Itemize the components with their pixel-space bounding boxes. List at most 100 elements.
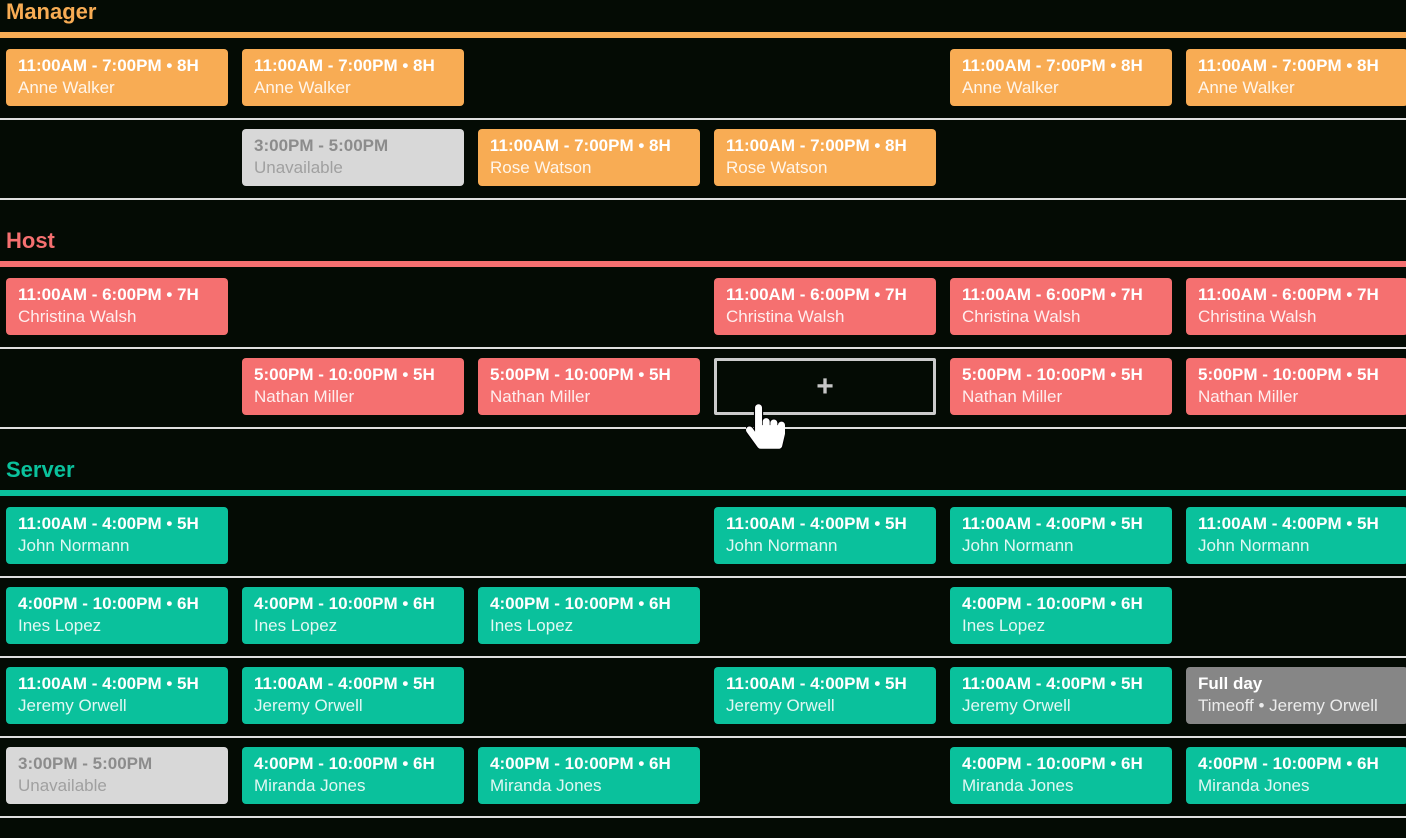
shift-time: 4:00PM - 10:00PM • 6H (962, 594, 1143, 613)
row-separator (0, 347, 1406, 349)
shift-time: 4:00PM - 10:00PM • 6H (490, 594, 671, 613)
shift-person: Christina Walsh (1198, 307, 1317, 326)
shift-person: Ines Lopez (490, 616, 574, 635)
shift-person: Miranda Jones (490, 776, 602, 795)
shift-person: Unavailable (18, 776, 107, 795)
shift-person: Christina Walsh (962, 307, 1081, 326)
shift-card[interactable]: 5:00PM - 10:00PM • 5H Nathan Miller (242, 358, 464, 415)
shift-time: 4:00PM - 10:00PM • 6H (490, 754, 671, 773)
shift-person: Ines Lopez (962, 616, 1046, 635)
shift-time: 11:00AM - 6:00PM • 7H (18, 285, 199, 304)
shift-card[interactable]: 11:00AM - 4:00PM • 5H John Normann (714, 507, 936, 564)
shift-time: 11:00AM - 6:00PM • 7H (1198, 285, 1379, 304)
shift-time: 11:00AM - 6:00PM • 7H (962, 285, 1143, 304)
shift-row: 11:00AM - 4:00PM • 5H John Normann 11:00AM… (0, 507, 1406, 564)
shift-time: 5:00PM - 10:00PM • 5H (490, 365, 671, 384)
shift-row: 11:00AM - 7:00PM • 8H Anne Walker 11:00AM … (0, 49, 1406, 106)
shift-person: Ines Lopez (254, 616, 338, 635)
shift-time: 4:00PM - 10:00PM • 6H (254, 754, 435, 773)
shift-person: Christina Walsh (18, 307, 137, 326)
shift-person: John Normann (962, 536, 1074, 555)
shift-person: Nathan Miller (962, 387, 1063, 406)
shift-card[interactable]: 11:00AM - 4:00PM • 5H John Normann (6, 507, 228, 564)
shift-time: 11:00AM - 7:00PM • 8H (726, 136, 907, 155)
shift-card[interactable]: 11:00AM - 6:00PM • 7H Christina Walsh (1186, 278, 1406, 335)
shift-card[interactable]: 11:00AM - 7:00PM • 8H Anne Walker (1186, 49, 1406, 106)
section-host: Host 11:00AM - 6:00PM • 7H Christina Walsh… (0, 229, 1406, 429)
row-separator (0, 736, 1406, 738)
shift-card[interactable]: 4:00PM - 10:00PM • 6H Ines Lopez (478, 587, 700, 644)
shift-person: Christina Walsh (726, 307, 845, 326)
shift-time: 11:00AM - 4:00PM • 5H (18, 514, 199, 533)
shift-person: Miranda Jones (1198, 776, 1310, 795)
shift-person: John Normann (18, 536, 130, 555)
shift-person: Anne Walker (18, 78, 115, 97)
plus-icon: + (816, 369, 834, 403)
shift-person: Timeoff • Jeremy Orwell (1198, 696, 1378, 715)
shift-time: 11:00AM - 4:00PM • 5H (962, 674, 1143, 693)
shift-person: Anne Walker (1198, 78, 1295, 97)
shift-time: 11:00AM - 4:00PM • 5H (1198, 514, 1379, 533)
section-divider (0, 490, 1406, 496)
shift-time: 11:00AM - 7:00PM • 8H (490, 136, 671, 155)
shift-time: 5:00PM - 10:00PM • 5H (254, 365, 435, 384)
row-separator (0, 656, 1406, 658)
shift-card[interactable]: 11:00AM - 6:00PM • 7H Christina Walsh (6, 278, 228, 335)
shift-time: 11:00AM - 4:00PM • 5H (726, 514, 907, 533)
shift-row: 4:00PM - 10:00PM • 6H Ines Lopez 4:00PM - … (0, 587, 1406, 644)
shift-row: 11:00AM - 4:00PM • 5H Jeremy Orwell 11:00A… (0, 667, 1406, 724)
shift-time: 11:00AM - 7:00PM • 8H (18, 56, 199, 75)
shift-person: Rose Watson (490, 158, 592, 177)
shift-card[interactable]: 11:00AM - 7:00PM • 8H Anne Walker (242, 49, 464, 106)
shift-card[interactable]: 11:00AM - 7:00PM • 8H Anne Walker (6, 49, 228, 106)
shift-time: 11:00AM - 7:00PM • 8H (1198, 56, 1379, 75)
add-shift-button[interactable]: + (714, 358, 936, 415)
shift-time: 11:00AM - 7:00PM • 8H (254, 56, 435, 75)
shift-row: 11:00AM - 6:00PM • 7H Christina Walsh 11:0… (0, 278, 1406, 335)
shift-person: Miranda Jones (962, 776, 1074, 795)
shift-row: 5:00PM - 10:00PM • 5H Nathan Miller 5:00PM… (0, 358, 1406, 415)
shift-time: 5:00PM - 10:00PM • 5H (1198, 365, 1379, 384)
shift-person: Jeremy Orwell (254, 696, 363, 715)
shift-card[interactable]: 4:00PM - 10:00PM • 6H Ines Lopez (242, 587, 464, 644)
shift-person: Miranda Jones (254, 776, 366, 795)
shift-time: 4:00PM - 10:00PM • 6H (254, 594, 435, 613)
shift-person: Jeremy Orwell (726, 696, 835, 715)
shift-person: John Normann (726, 536, 838, 555)
shift-card[interactable]: 5:00PM - 10:00PM • 5H Nathan Miller (950, 358, 1172, 415)
shift-card[interactable]: 11:00AM - 4:00PM • 5H John Normann (950, 507, 1172, 564)
shift-time: 11:00AM - 4:00PM • 5H (254, 674, 435, 693)
row-separator (0, 427, 1406, 429)
shift-person: Nathan Miller (254, 387, 355, 406)
section-divider (0, 261, 1406, 267)
section-title: Host (6, 228, 55, 253)
shift-time: 11:00AM - 4:00PM • 5H (962, 514, 1143, 533)
shift-card[interactable]: 11:00AM - 7:00PM • 8H Rose Watson (478, 129, 700, 186)
shift-time: 5:00PM - 10:00PM • 5H (962, 365, 1143, 384)
shift-card[interactable]: 11:00AM - 4:00PM • 5H Jeremy Orwell (242, 667, 464, 724)
shift-card[interactable]: 4:00PM - 10:00PM • 6H Ines Lopez (950, 587, 1172, 644)
shift-card[interactable]: 4:00PM - 10:00PM • 6H Miranda Jones (242, 747, 464, 804)
shift-card[interactable]: 11:00AM - 6:00PM • 7H Christina Walsh (950, 278, 1172, 335)
shift-card[interactable]: 4:00PM - 10:00PM • 6H Miranda Jones (478, 747, 700, 804)
shift-person: Anne Walker (254, 78, 351, 97)
